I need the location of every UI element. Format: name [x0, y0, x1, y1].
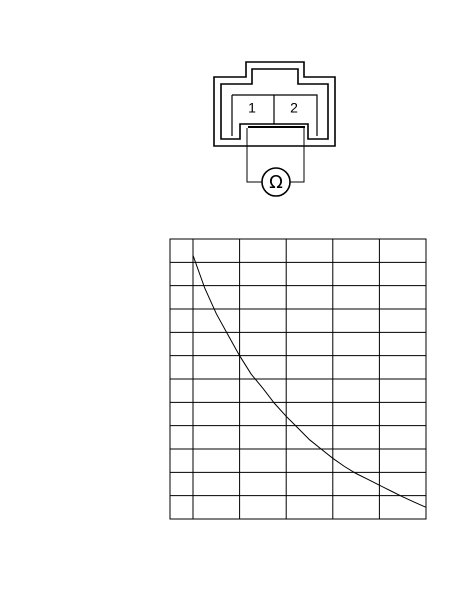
graph-curve-series [192, 255, 427, 508]
pin-2-label: 2 [290, 100, 298, 116]
connector-outer-housing [213, 61, 336, 147]
ohmmeter-icon: Ω [261, 167, 291, 197]
test-leads [246, 128, 305, 183]
graph-grid [170, 239, 426, 519]
pin-1-label: 1 [248, 100, 256, 116]
connector: 1 2 Ω [213, 61, 336, 197]
graph-points [193, 255, 426, 507]
connector-lock-tab [248, 126, 305, 128]
connector-inner-housing [220, 68, 329, 140]
ohm-symbol: Ω [269, 172, 283, 193]
connector-cavities [231, 94, 318, 136]
resistance-graph [169, 238, 427, 520]
